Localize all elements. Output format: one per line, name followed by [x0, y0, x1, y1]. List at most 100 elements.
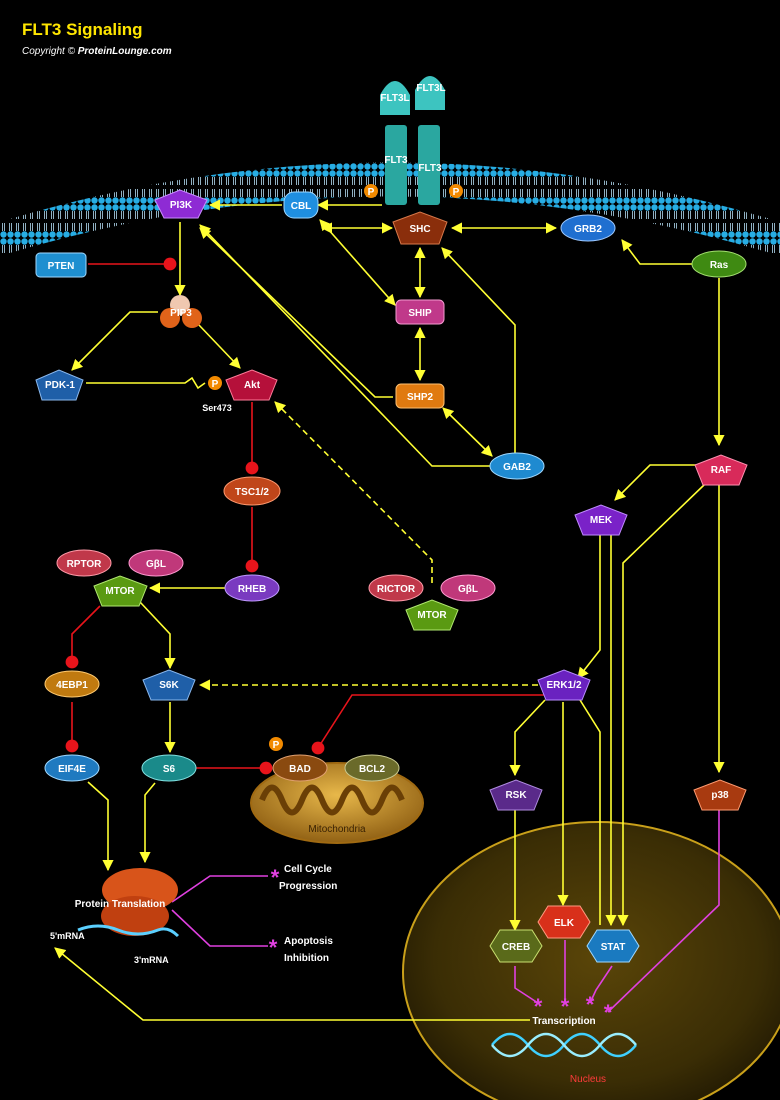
cbl-label: CBL — [291, 201, 312, 212]
elk-label: ELK — [554, 918, 575, 929]
pi3k-node[interactable] — [154, 189, 208, 219]
transcription-edges — [171, 808, 720, 1013]
gbl-node-1[interactable] — [128, 549, 184, 577]
shc-node[interactable] — [392, 211, 448, 245]
mek-node[interactable] — [574, 504, 628, 536]
mtor-label-2: MTOR — [417, 610, 447, 621]
mitochondria: Mitochondria — [250, 762, 424, 844]
flt3l-ligand-1 — [380, 81, 410, 115]
activation-edges — [54, 199, 725, 1021]
indirect-edges — [198, 401, 538, 691]
raf-node[interactable] — [694, 454, 748, 486]
transcription-label: Transcription — [532, 1016, 595, 1027]
erk-label: ERK1/2 — [546, 680, 581, 691]
copyright-site: ProteinLounge.com — [77, 46, 172, 57]
stat-node[interactable] — [586, 929, 640, 963]
tsc-node[interactable] — [223, 476, 281, 506]
gab2-label: GAB2 — [503, 462, 531, 473]
bad-node[interactable] — [272, 754, 328, 782]
s6-node[interactable] — [141, 754, 197, 782]
s6k-node[interactable] — [142, 669, 196, 701]
cbl-node[interactable] — [283, 191, 319, 219]
pip3-label: PIP3 — [170, 308, 192, 319]
shp2-label: SHP2 — [407, 392, 434, 403]
shc-label: SHC — [409, 224, 430, 235]
phospho-1: P — [368, 187, 375, 198]
flt3-label-2: FLT3 — [418, 163, 442, 174]
phospho-akt: P — [212, 379, 219, 390]
rsk-label: RSK — [505, 790, 527, 801]
phospho-bad: P — [273, 740, 280, 751]
flt3-receptor — [380, 76, 445, 205]
mtor-node-1[interactable] — [93, 575, 148, 607]
cell-cycle-label-1: Cell Cycle — [284, 864, 332, 875]
ship-label: SHIP — [408, 308, 432, 319]
bad-label: BAD — [289, 764, 311, 775]
phospho-2: P — [453, 187, 460, 198]
rsk-node[interactable] — [489, 779, 543, 811]
apoptosis-label-1: Apoptosis — [284, 936, 333, 947]
mek-label: MEK — [590, 515, 613, 526]
akt-label: Akt — [244, 380, 261, 391]
cell-cycle-label-2: Progression — [279, 881, 337, 892]
gab2-node[interactable] — [489, 452, 545, 480]
raf-label: RAF — [711, 465, 732, 476]
rictor-node[interactable] — [368, 574, 424, 602]
pi3k-label: PI3K — [170, 200, 193, 211]
svg-text:*: * — [604, 1000, 613, 1025]
mitochondria-label: Mitochondria — [308, 824, 366, 835]
nucleus — [402, 821, 780, 1100]
pten-node[interactable] — [35, 252, 87, 278]
svg-text:*: * — [586, 992, 595, 1017]
ser473-label: Ser473 — [202, 403, 232, 413]
flt3l-label-1: FLT3L — [380, 93, 409, 104]
4ebp1-label: 4EBP1 — [56, 680, 88, 691]
gbl-label-2: GβL — [458, 584, 478, 595]
grb2-label: GRB2 — [574, 224, 602, 235]
grb2-node[interactable] — [560, 214, 616, 242]
rictor-label: RICTOR — [377, 584, 416, 595]
outcomes: Cell Cycle Progression Apoptosis Inhibit… — [279, 864, 337, 964]
copyright: Copyright © ProteinLounge.com — [22, 46, 172, 57]
p38-node[interactable] — [693, 779, 747, 811]
rptor-label: RPTOR — [67, 559, 103, 570]
akt-node[interactable] — [225, 369, 278, 401]
apoptosis-label-2: Inhibition — [284, 953, 329, 964]
transcription-marks: **** ** — [269, 865, 613, 1025]
4ebp1-node[interactable] — [44, 670, 100, 698]
rheb-label: RHEB — [238, 584, 266, 595]
creb-label: CREB — [502, 942, 530, 953]
cell-membrane — [0, 162, 780, 256]
shp2-node[interactable] — [395, 383, 445, 409]
dna-helix — [491, 1032, 637, 1058]
phospho-badges: P P P P — [208, 184, 463, 751]
nucleus-label: Nucleus — [570, 1074, 606, 1085]
elk-node[interactable] — [537, 905, 591, 939]
eif4e-node[interactable] — [44, 754, 100, 782]
gbl-node-2[interactable] — [440, 574, 496, 602]
tsc-label: TSC1/2 — [235, 487, 269, 498]
creb-node[interactable] — [489, 929, 543, 963]
bcl2-label: BCL2 — [359, 764, 386, 775]
flt3-label-1: FLT3 — [384, 155, 408, 166]
rheb-node[interactable] — [224, 574, 280, 602]
pten-label: PTEN — [48, 261, 75, 272]
ras-node[interactable] — [691, 250, 747, 278]
erk-node[interactable] — [537, 669, 591, 701]
svg-text:*: * — [269, 935, 278, 960]
flt3l-ligand-2 — [415, 76, 445, 110]
p38-label: p38 — [711, 790, 729, 801]
mrna5-label: 5'mRNA — [50, 931, 85, 941]
pdk1-node[interactable] — [35, 369, 84, 401]
bcl2-node[interactable] — [344, 754, 400, 782]
copyright-prefix: Copyright © — [22, 46, 75, 57]
ribosome — [77, 868, 180, 938]
page-title: FLT3 Signaling — [22, 20, 143, 39]
stat-label: STAT — [601, 942, 626, 953]
ship-node[interactable] — [395, 299, 445, 325]
protein-translation-label: Protein Translation — [75, 899, 166, 910]
mtor-node-2[interactable] — [405, 599, 459, 631]
pip3-node[interactable] — [160, 295, 202, 328]
rptor-node[interactable] — [56, 549, 112, 577]
